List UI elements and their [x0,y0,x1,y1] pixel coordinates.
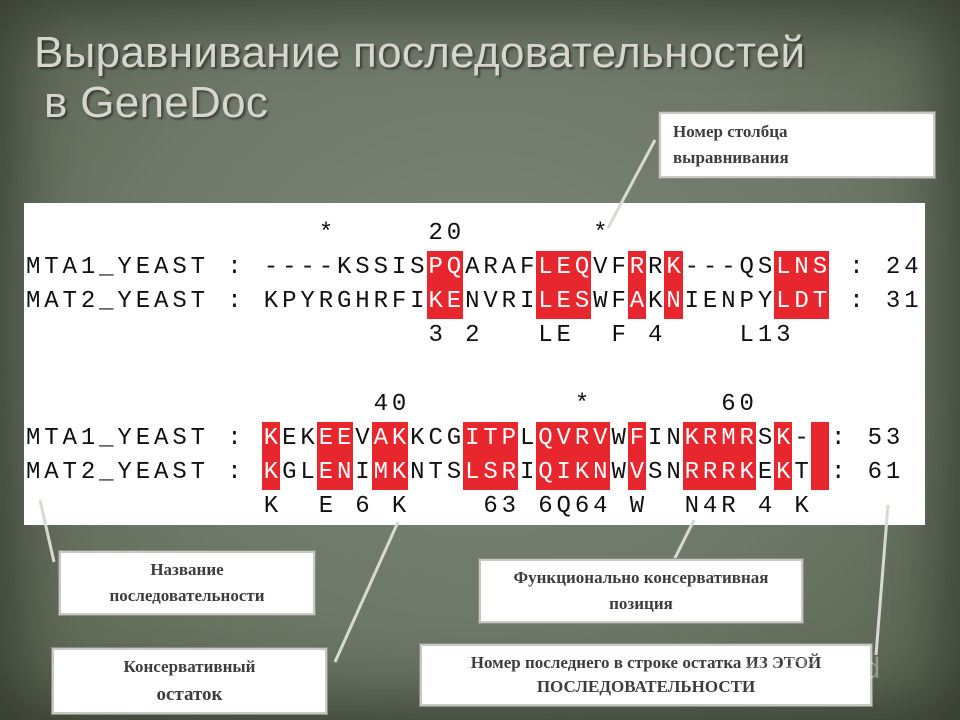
title-line-2: в GeneDoc [44,78,269,127]
leader-last-residue-number [874,504,890,656]
callout-conserved-residue: Консервативный остаток [52,648,327,714]
title-line-1: Выравнивание последовательностей [34,28,806,77]
leader-conserved-residue [333,521,400,663]
leader-column-number [606,139,657,229]
slide-title: Выравнивание последовательностей в GeneD… [34,28,934,128]
watermark: MyShared [740,652,881,685]
callout-conserved-residue-line2: остаток [156,684,223,705]
callout-functional-position: Функционально консервативная позиция [479,559,803,623]
callout-conserved-residue-line1: Консервативный [123,657,256,676]
callout-last-residue-number-text: Номер последнего в строке остатка ИЗ ЭТО… [470,653,822,696]
callout-last-residue-number: Номер последнего в строке остатка ИЗ ЭТО… [420,644,872,706]
callout-column-number-text: Номер столбца выравнивания [673,122,789,167]
callout-column-number: Номер столбца выравнивания [659,112,935,178]
leader-sequence-name [38,499,56,563]
callout-functional-position-text: Функционально консервативная позиция [513,568,769,613]
callout-sequence-name-text: Название последовательности [109,560,265,605]
callout-sequence-name: Название последовательности [59,551,315,615]
leader-functional-position [672,519,696,561]
